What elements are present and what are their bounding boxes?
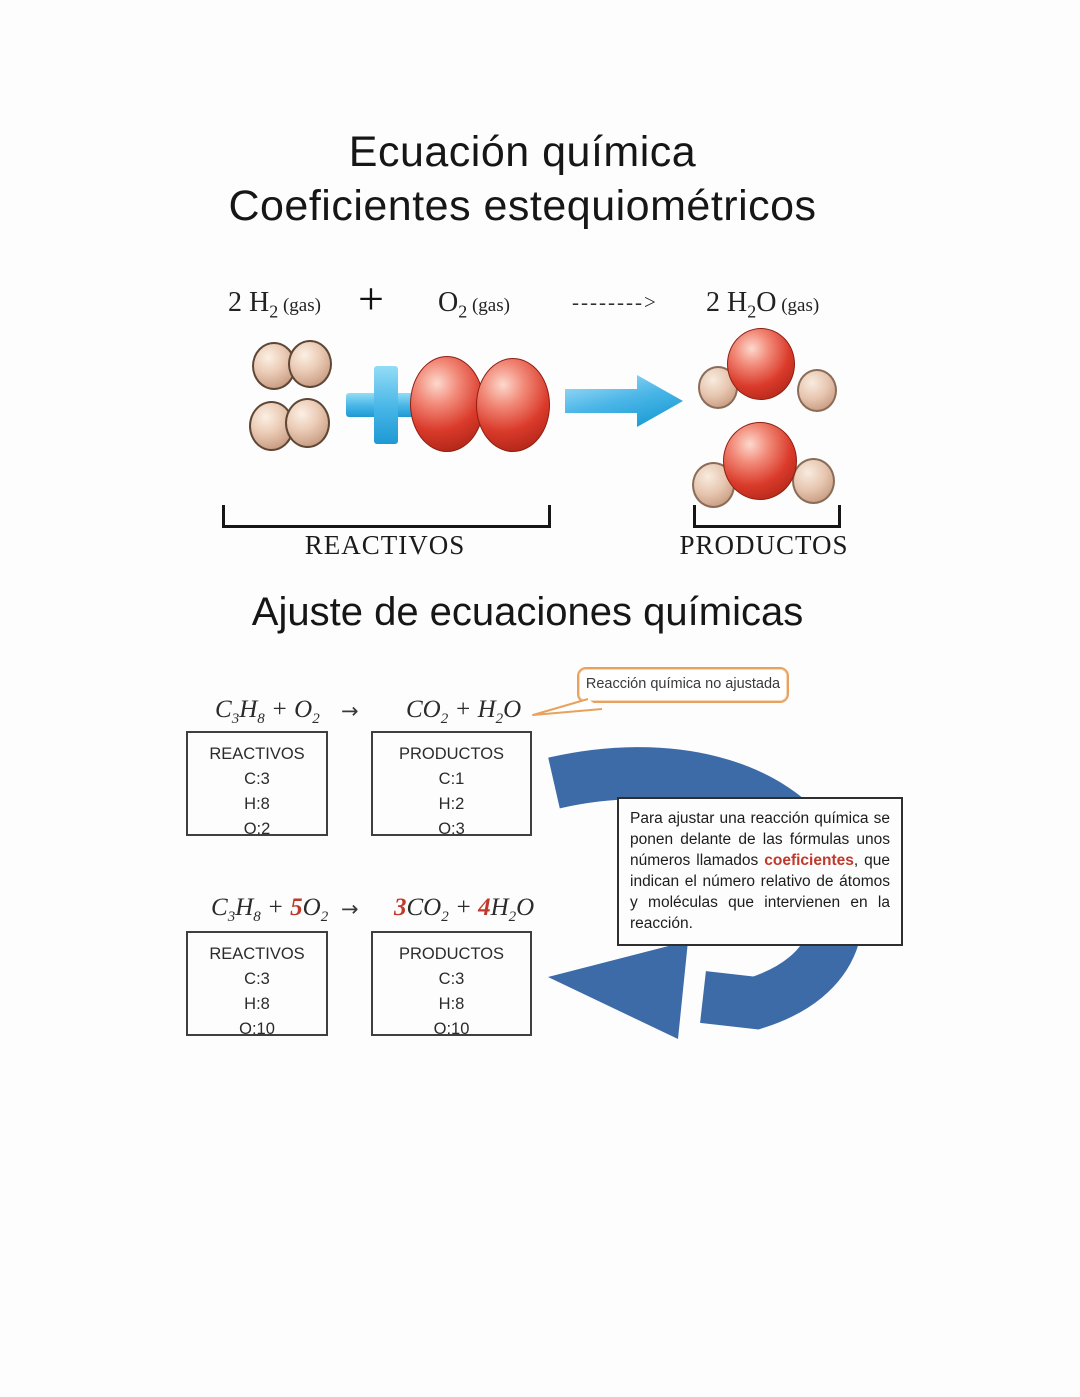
note-text-before: Para ajustar una reacción química se pon…	[630, 810, 890, 869]
products-label: PRODUCTOS	[679, 530, 849, 560]
atom-count-row: H:8	[438, 995, 465, 1013]
atom-table-header: PRODUCTOS	[398, 945, 505, 963]
eq2-products: 3CO2 + 4H2O	[394, 894, 535, 925]
atom-count-row: C:1	[438, 770, 465, 788]
atom-count-row: C:3	[438, 970, 465, 988]
eq1-reactants: C3H8 + O2	[215, 696, 320, 727]
h2o-molecule-icon	[692, 420, 844, 520]
formula-o2-gas: O2 (gas)	[438, 287, 510, 322]
h2-molecule-icon	[252, 340, 334, 392]
eq2-reactants: C3H8 + 5O2	[211, 894, 329, 925]
eq2-arrow: →	[341, 897, 359, 921]
coefficients-note-box: Para ajustar una reacción química se pon…	[617, 797, 903, 946]
atom-table-header: PRODUCTOS	[398, 745, 505, 763]
page-title-line2: Coeficientes estequiométricos	[228, 182, 817, 230]
atom-count-row: C:3	[244, 770, 270, 788]
o2-molecule-icon	[410, 352, 552, 452]
formula-2h2-gas: 2 H2 (gas)	[228, 287, 321, 322]
atom-count-row: C:3	[244, 970, 270, 988]
atom-count-row: O:3	[438, 820, 465, 838]
h2o-molecule-icon	[694, 328, 844, 412]
products-bracket	[693, 505, 841, 528]
callout-tail	[532, 698, 603, 716]
atom-count-row: H:8	[244, 995, 270, 1013]
eq1-products: CO2 + H2O	[406, 696, 522, 727]
reaction-arrow-icon	[565, 375, 683, 427]
note-text-after: , que indican el número relativo de átom…	[630, 852, 890, 932]
atom-table-header: REACTIVOS	[209, 745, 305, 763]
dashed-reaction-arrow: -------->	[572, 290, 658, 314]
atom-count-row: O:2	[243, 820, 271, 838]
reactants-bracket	[222, 505, 551, 528]
atom-count-row: H:8	[244, 795, 270, 813]
formula-2h2o-gas: 2 H2O (gas)	[706, 287, 820, 322]
plus-sign: +	[358, 273, 384, 324]
note-highlight-coeficientes: coeficientes	[764, 852, 854, 869]
callout-unbalanced-reaction: Reacción química no ajustada	[577, 667, 789, 703]
atom-table-header: REACTIVOS	[209, 945, 305, 963]
h2-molecule-icon	[249, 398, 331, 452]
atom-count-row: O:10	[239, 1020, 275, 1038]
atom-count-row: H:2	[438, 795, 465, 813]
eq1-arrow: →	[341, 699, 359, 723]
page-title-line1: Ecuación química	[348, 128, 697, 176]
reactants-label: REACTIVOS	[304, 530, 466, 560]
atom-count-row: O:10	[433, 1020, 470, 1038]
section-title: Ajuste de ecuaciones químicas	[251, 590, 804, 634]
